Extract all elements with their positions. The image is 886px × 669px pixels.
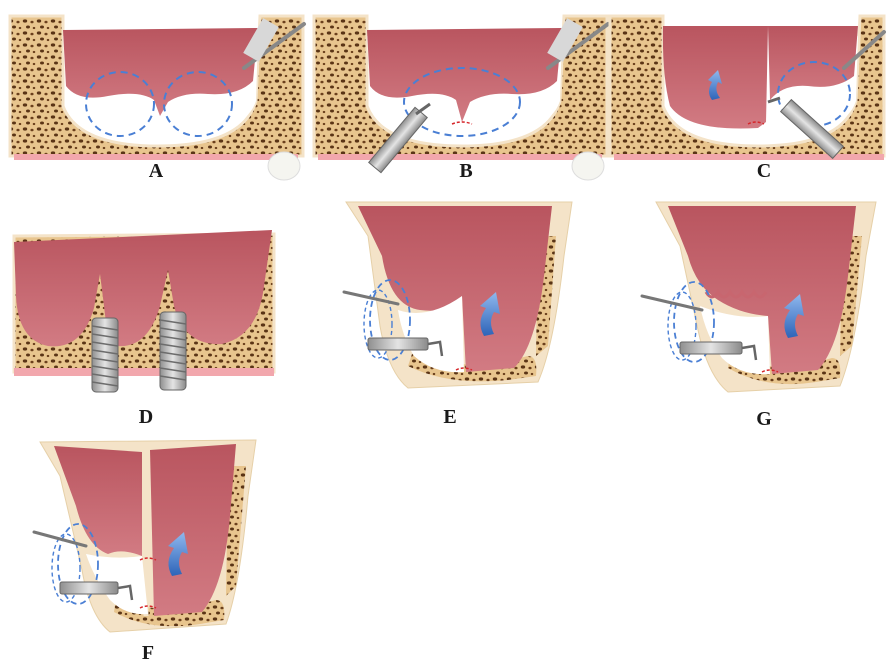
panel-d-illustration [8, 226, 280, 398]
panel-f-illustration [30, 436, 262, 642]
panel-label-d: D [126, 406, 166, 429]
gingiva-strip [14, 368, 274, 376]
panel-label-g: G [744, 408, 784, 431]
panel-d-sinus-membrane [14, 230, 272, 346]
panel-label-b: B [446, 160, 486, 183]
panel-a-illustration [8, 6, 308, 186]
panel-label-c: C [744, 160, 784, 183]
panel-e-illustration [338, 196, 578, 396]
lip-shape [572, 152, 604, 180]
dental-implant-left [92, 318, 118, 392]
panel-label-e: E [430, 406, 470, 429]
lip-shape [268, 152, 300, 180]
panel-g-illustration [636, 196, 880, 400]
panel-label-a: A [136, 160, 176, 183]
panel-b-illustration [312, 6, 612, 186]
dental-implant-right [160, 312, 186, 390]
panel-c-illustration [608, 6, 886, 186]
panel-label-f: F [128, 642, 168, 665]
